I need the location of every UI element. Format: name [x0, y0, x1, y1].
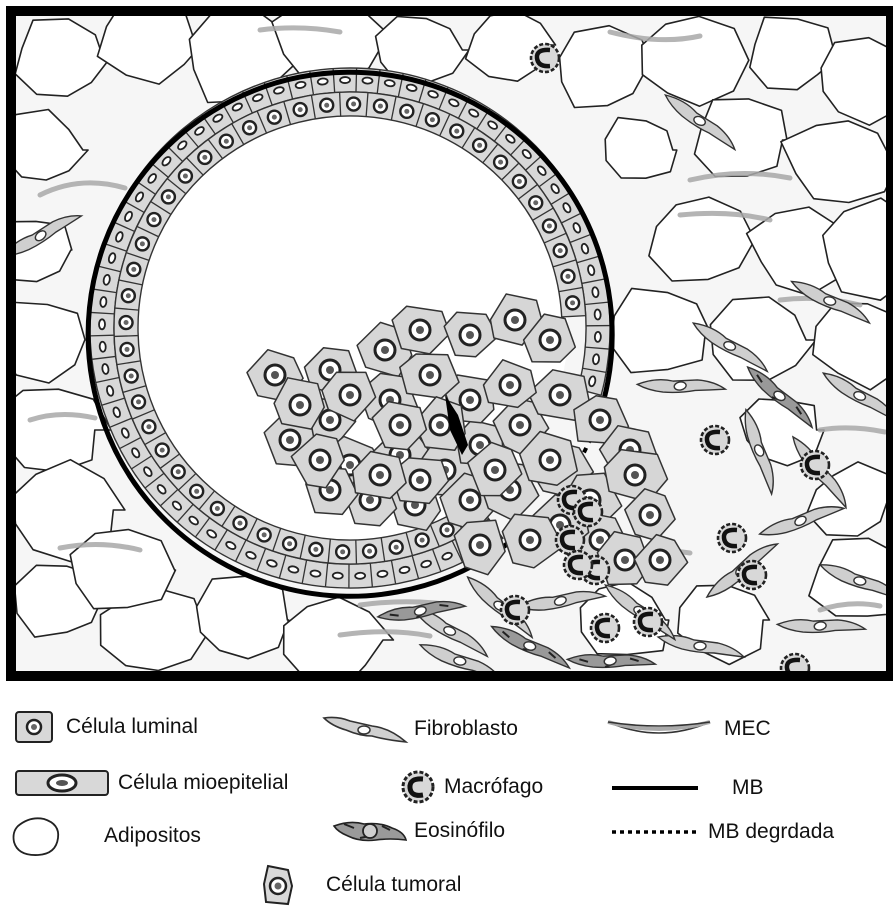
tumor-microenvironment-diagram: [0, 0, 893, 690]
mb-dotted-line-icon: [612, 825, 700, 839]
legend-label-mioepitelial: Célula mioepitelial: [118, 771, 288, 795]
adipocyte: [695, 99, 788, 177]
legend-label-eosinofilo: Eosinófilo: [414, 819, 505, 843]
luminal-cell-icon: [14, 710, 54, 744]
macrophage: [738, 561, 766, 589]
legend-eosinofilo: Eosinófilo: [330, 814, 505, 848]
legend-label-adipositos: Adipositos: [104, 824, 201, 848]
myoepithelial-cell-icon: [14, 768, 110, 798]
legend-luminal: Célula luminal: [14, 710, 198, 744]
legend-mb-degradada: MB degrdada: [612, 820, 834, 844]
adipocyte: [70, 530, 175, 609]
legend-label-mb: MB: [732, 776, 764, 800]
macrophage: [701, 426, 729, 454]
legend-fibroblasto: Fibroblasto: [320, 712, 518, 746]
macrophage: [718, 524, 746, 552]
macrophage: [574, 498, 602, 526]
fibroblast-icon: [320, 712, 410, 746]
eosinophil-icon: [330, 814, 410, 848]
legend-mb: MB: [612, 776, 764, 800]
legend-label-macrofago: Macrófago: [444, 775, 543, 799]
legend-label-tumoral: Célula tumoral: [326, 873, 461, 897]
legend-mec: MEC: [604, 714, 771, 744]
macrophage: [634, 608, 662, 636]
legend-mioepitelial: Célula mioepitelial: [14, 768, 288, 798]
macrophage: [531, 44, 559, 72]
legend-label-mb-degradada: MB degrdada: [708, 820, 834, 844]
legend-label-luminal: Célula luminal: [66, 715, 198, 739]
legend-macrofago: Macrófago: [398, 768, 543, 806]
macrophage: [556, 526, 584, 554]
macrophage: [501, 596, 529, 624]
legend-label-fibroblasto: Fibroblasto: [414, 717, 518, 741]
macrophage: [801, 451, 829, 479]
macrophage-icon: [398, 768, 438, 806]
tumor-cell-icon: [258, 862, 298, 908]
adipocyte-icon: [10, 814, 64, 858]
macrophage: [591, 614, 619, 642]
legend-adipositos: Adipositos: [10, 814, 201, 858]
mec-fiber-icon: [604, 714, 714, 744]
legend-label-mec: MEC: [724, 717, 771, 741]
mb-line-icon: [612, 781, 698, 795]
macrophage: [564, 551, 592, 579]
legend-tumoral: Célula tumoral: [258, 862, 461, 908]
